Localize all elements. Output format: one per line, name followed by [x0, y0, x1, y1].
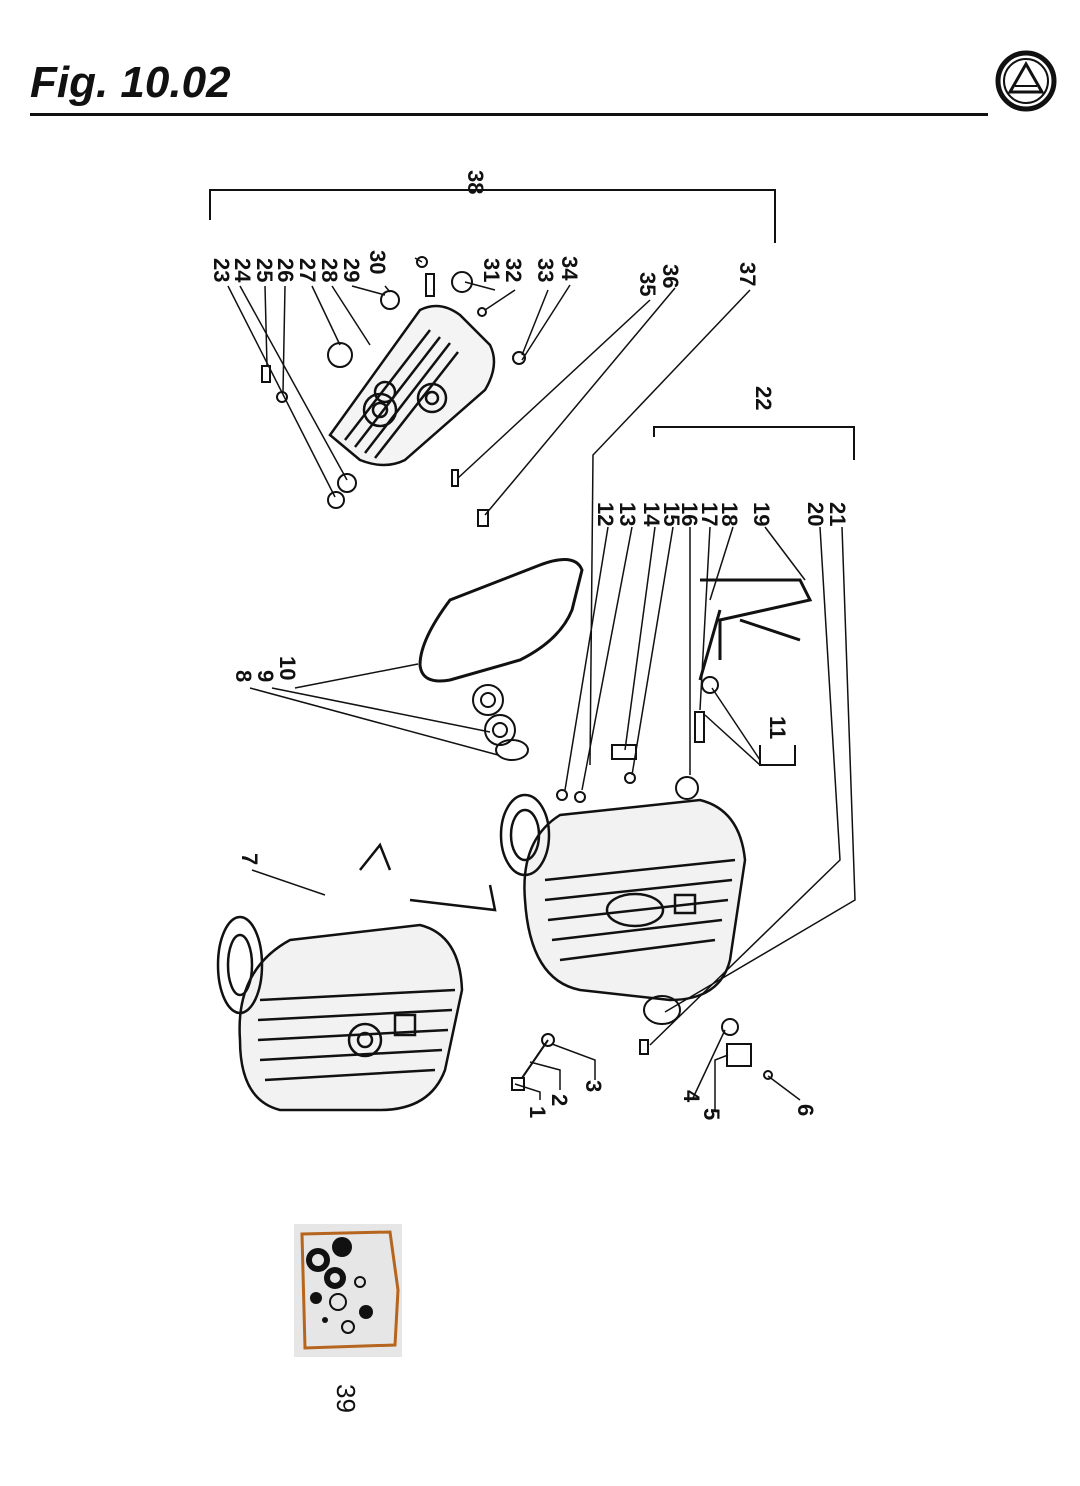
- part-plug-13: [574, 791, 586, 803]
- label-17: 17: [697, 502, 722, 526]
- label-23: 23: [209, 258, 234, 282]
- gasket-set-photo: [294, 1224, 402, 1357]
- part-seal-27: [327, 342, 353, 368]
- label-11: 11: [765, 716, 790, 739]
- part-cover-5: [726, 1043, 752, 1067]
- part-stud-2: [521, 1039, 549, 1079]
- part-clip-14: [611, 744, 637, 760]
- label-22: 22: [751, 386, 776, 410]
- part-bearing-30: [380, 290, 400, 310]
- label-32: 32: [501, 258, 526, 282]
- part-pin-11: [694, 711, 705, 743]
- label-26: 26: [273, 258, 298, 282]
- part-screw-34: [512, 351, 526, 365]
- label-8: 8: [231, 670, 256, 682]
- gasket-10: [418, 558, 584, 683]
- label-39: 39: [331, 1384, 361, 1413]
- label-14: 14: [639, 502, 664, 527]
- part-cap-16: [675, 776, 699, 800]
- part-plug-31: [451, 271, 473, 293]
- label-28: 28: [317, 258, 342, 282]
- part-seal-24: [337, 473, 357, 493]
- label-38: 38: [463, 170, 488, 194]
- bracket-11: [759, 745, 796, 766]
- label-12: 12: [593, 502, 618, 526]
- label-29: 29: [339, 258, 364, 282]
- label-30: 30: [365, 250, 390, 274]
- part-ring-18: [701, 676, 719, 694]
- label-33: 33: [533, 258, 558, 282]
- label-20: 20: [803, 502, 828, 526]
- label-6: 6: [793, 1104, 818, 1116]
- label-7: 7: [237, 853, 262, 865]
- label-27: 27: [295, 258, 320, 282]
- brand-emblem-icon: [995, 50, 1057, 112]
- part-pin-35: [451, 469, 459, 487]
- part-washer-4: [721, 1018, 739, 1036]
- part-dowel-36: [477, 509, 489, 527]
- crankcase-half-right: [499, 793, 747, 1002]
- label-16: 16: [677, 502, 702, 526]
- part-screw-33: [477, 307, 487, 317]
- label-37: 37: [735, 262, 760, 286]
- part-bolt-1: [511, 1077, 525, 1091]
- part-washer-15: [624, 772, 636, 784]
- label-4: 4: [679, 1090, 704, 1103]
- label-34: 34: [557, 256, 582, 281]
- label-2: 2: [547, 1094, 572, 1106]
- label-9: 9: [253, 670, 278, 682]
- part-ring-8: [495, 739, 529, 761]
- label-19: 19: [749, 502, 774, 526]
- bracket-38: [209, 189, 776, 243]
- label-36: 36: [658, 264, 683, 288]
- part-nut-3: [541, 1033, 555, 1047]
- label-10: 10: [275, 656, 300, 680]
- part-pin-32: [425, 273, 435, 297]
- label-35: 35: [635, 272, 660, 296]
- bracket-22: [653, 426, 855, 460]
- part-washer-23: [327, 491, 345, 509]
- label-18: 18: [717, 502, 742, 526]
- part-screw-6: [763, 1070, 773, 1080]
- label-13: 13: [615, 502, 640, 526]
- part-bolt-25: [261, 365, 271, 383]
- part-bearing-10: [472, 684, 504, 716]
- part-fork-19: [698, 578, 813, 681]
- label-31: 31: [479, 258, 504, 282]
- part-plug-12: [556, 789, 568, 801]
- gearbox-cover: [328, 304, 496, 467]
- label-25: 25: [252, 258, 277, 282]
- title-rule: [30, 113, 988, 116]
- figure-title: Fig. 10.02: [30, 58, 231, 107]
- part-seal-21: [643, 995, 681, 1025]
- label-5: 5: [699, 1108, 724, 1120]
- label-24: 24: [230, 258, 255, 283]
- label-21: 21: [825, 502, 850, 526]
- label-3: 3: [581, 1080, 606, 1092]
- label-1: 1: [525, 1106, 550, 1118]
- part-washer-29: [416, 256, 428, 268]
- part-pin-20: [639, 1039, 649, 1055]
- crankcase-half-left: [216, 842, 497, 1112]
- part-bearing-9: [484, 714, 516, 746]
- label-15: 15: [659, 502, 684, 526]
